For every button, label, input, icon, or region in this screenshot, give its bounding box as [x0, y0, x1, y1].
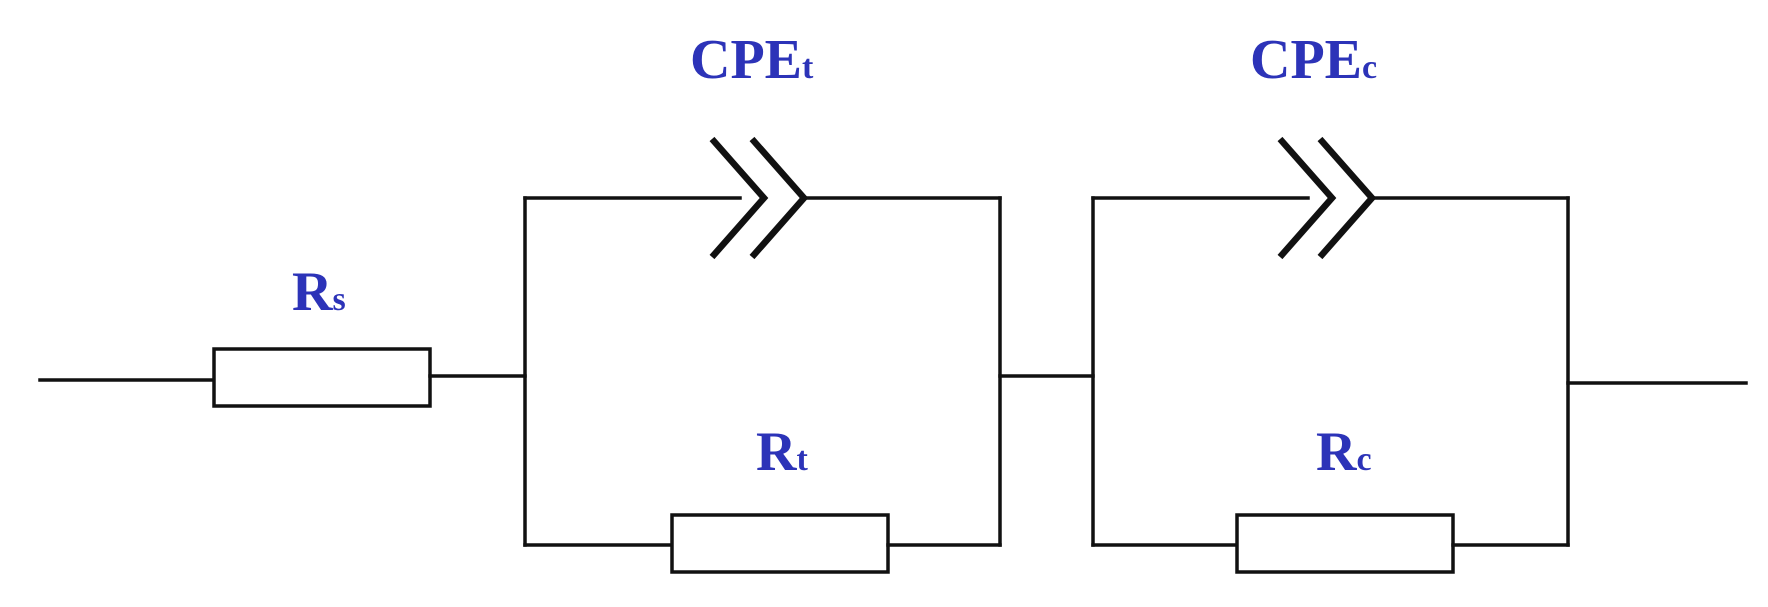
label-cpe-c-sub: c: [1362, 49, 1377, 86]
label-rs-sub: s: [332, 281, 345, 318]
resistor-rt: [670, 513, 890, 574]
label-rt-main: R: [756, 421, 797, 483]
label-rs-main: R: [292, 261, 333, 323]
label-rt-sub: t: [796, 441, 808, 478]
label-rc: Rc: [1316, 421, 1372, 483]
resistor-rs: [212, 347, 432, 408]
label-cpe-c: CPEc: [1250, 29, 1377, 91]
label-rc-main: R: [1316, 421, 1357, 483]
label-cpe-c-main: CPE: [1250, 29, 1362, 91]
label-cpe-t-main: CPE: [690, 29, 802, 91]
label-rc-sub: c: [1356, 441, 1371, 478]
label-cpe-t: CPEt: [690, 29, 814, 91]
label-cpe-t-sub: t: [802, 49, 814, 86]
label-rs: Rs: [292, 261, 346, 323]
cpe-c-chevron-left: [1277, 136, 1337, 260]
cpe-t-chevron-left: [709, 136, 769, 260]
resistor-rc: [1235, 513, 1455, 574]
label-rt: Rt: [756, 421, 808, 483]
